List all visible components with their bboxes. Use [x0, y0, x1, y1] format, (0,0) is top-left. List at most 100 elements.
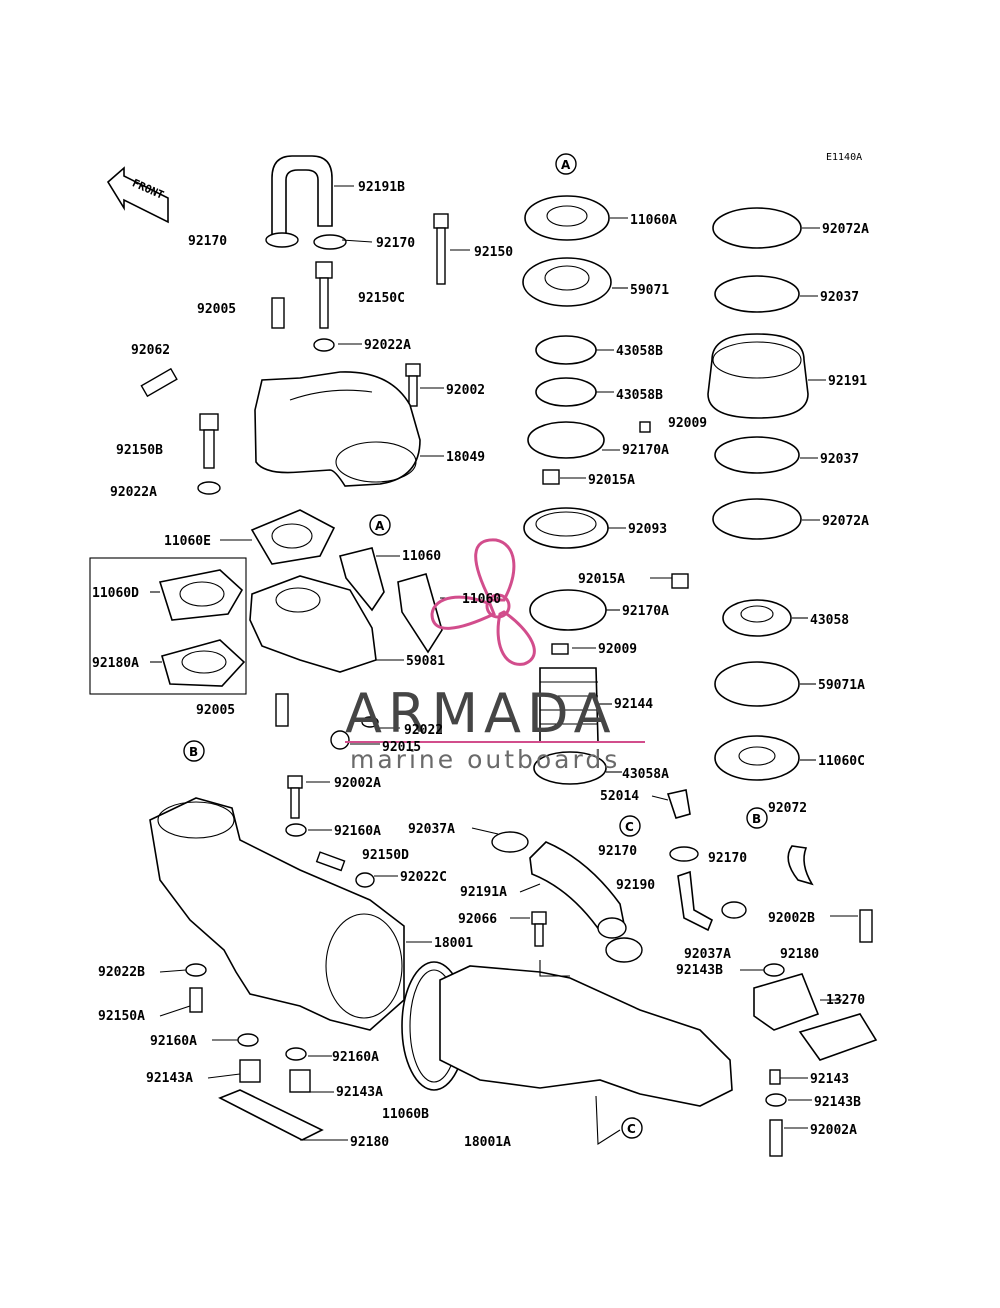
- gasket-kit-box: [89, 557, 247, 695]
- part-label: 11060B: [382, 1107, 429, 1122]
- mount-92143a-left: [239, 1059, 261, 1083]
- bolt-92002a-bottom: [769, 1119, 783, 1157]
- reference-marker-a-mid: A: [369, 514, 391, 536]
- part-label: 92093: [628, 522, 667, 537]
- reference-marker-c-bottom: C: [621, 1117, 643, 1139]
- watermark-logo: ARMADA marine outboards: [345, 538, 645, 774]
- part-label: 92143A: [146, 1071, 193, 1086]
- ring-43058a: [533, 751, 607, 785]
- body-59081: [249, 575, 377, 673]
- clamp-92037a-lower: [605, 937, 643, 963]
- part-label: 92143B: [814, 1095, 861, 1110]
- reference-marker-a-top: A: [555, 153, 577, 175]
- screw-92009-bottom: [551, 643, 569, 655]
- bolt-92150a: [189, 987, 203, 1013]
- gasket-92180a: [161, 639, 246, 687]
- part-label: 92150C: [358, 291, 405, 306]
- pump-body-18001: [149, 797, 405, 1031]
- part-label: 92002A: [810, 1123, 857, 1138]
- fitting-92005-bottom: [275, 693, 289, 727]
- diagram-code: E1140A: [826, 152, 862, 163]
- part-label: 92002: [446, 383, 485, 398]
- clamp-92170-left: [265, 232, 299, 248]
- sleeve-92191: [707, 333, 809, 419]
- part-label: 43058A: [622, 767, 669, 782]
- reference-marker-b-left: B: [183, 740, 205, 762]
- clamp-92037a-left: [491, 831, 529, 853]
- clamp-92170a-top: [527, 421, 605, 459]
- bolt-92150c: [319, 277, 329, 329]
- plate-92180: [218, 1089, 324, 1141]
- grommet-92143b-top: [763, 963, 785, 977]
- bolt-92150: [436, 227, 446, 285]
- seal-59071a: [714, 661, 800, 707]
- part-label: 92191: [828, 374, 867, 389]
- part-label: 92022: [404, 723, 443, 738]
- svg-text:A: A: [561, 158, 571, 172]
- clamp-92170-right: [313, 234, 347, 250]
- part-label: 92180A: [92, 656, 139, 671]
- part-label: 92180: [780, 947, 819, 962]
- part-label: 92160A: [334, 824, 381, 839]
- bolt-92150b: [203, 429, 215, 469]
- fitting-92005-top: [271, 297, 285, 329]
- ring-43058: [722, 599, 792, 637]
- ring-43058b-b: [535, 377, 597, 407]
- svg-text:C: C: [625, 820, 634, 834]
- clamp-92037-top: [714, 275, 800, 313]
- clamp-92072a-bottom: [712, 498, 802, 540]
- bolt-head-92066: [531, 911, 547, 925]
- part-label: 92150B: [116, 443, 163, 458]
- watermark-brand: ARMADA: [345, 682, 617, 745]
- part-label: 92022A: [364, 338, 411, 353]
- part-label: 92037A: [684, 947, 731, 962]
- spacer-92160a-top: [285, 823, 307, 837]
- part-label: 92180: [350, 1135, 389, 1150]
- part-label: 59071A: [818, 678, 865, 693]
- part-label: 92143B: [676, 963, 723, 978]
- part-label: 92150: [474, 245, 513, 260]
- part-label: 92170: [188, 234, 227, 249]
- elbow-52014: [666, 789, 691, 819]
- clamp-92072: [787, 845, 814, 886]
- part-label: 92022B: [98, 965, 145, 980]
- gasket-11060-b: [397, 573, 443, 654]
- reference-marker-c-mid: C: [619, 815, 641, 837]
- part-label: 92170A: [622, 443, 669, 458]
- clamp-92170-lower-left: [669, 846, 699, 862]
- bolt-head-92002: [405, 363, 421, 377]
- part-label: 92009: [668, 416, 707, 431]
- spacer-92160a-right: [285, 1047, 307, 1061]
- part-label: 92072A: [822, 514, 869, 529]
- plug-92015: [330, 730, 350, 750]
- grommet-92143b-bottom: [765, 1093, 787, 1107]
- ring-43058b-a: [535, 335, 597, 365]
- washer-92022c: [355, 872, 375, 888]
- front-arrow-icon: FRONT: [106, 166, 169, 224]
- part-label: 92022A: [110, 485, 157, 500]
- propeller-icon: [430, 538, 536, 666]
- svg-text:A: A: [375, 519, 385, 533]
- seal-59071: [522, 257, 612, 307]
- bolt-92002a: [290, 787, 300, 819]
- svg-text:B: B: [189, 745, 198, 759]
- bracket-13270: [798, 1013, 878, 1061]
- part-label: 11060: [402, 549, 441, 564]
- part-label: 92037: [820, 290, 859, 305]
- gasket-11060c: [714, 735, 800, 781]
- part-label: 92190: [616, 878, 655, 893]
- spacer-92160a-left: [237, 1033, 259, 1047]
- washer-92022b: [185, 963, 207, 977]
- ring-92093: [523, 507, 609, 549]
- part-label: 92005: [196, 703, 235, 718]
- hose-92190: [677, 870, 714, 932]
- part-label: 92002B: [768, 911, 815, 926]
- clamp-92170-lower-right: [721, 901, 747, 919]
- bolt-92066: [534, 923, 544, 947]
- clamp-92072a-top: [712, 207, 802, 249]
- part-label: 92015A: [578, 572, 625, 587]
- part-label: 11060C: [818, 754, 865, 769]
- mount-92143a-right: [289, 1069, 311, 1093]
- part-label: 92002A: [334, 776, 381, 791]
